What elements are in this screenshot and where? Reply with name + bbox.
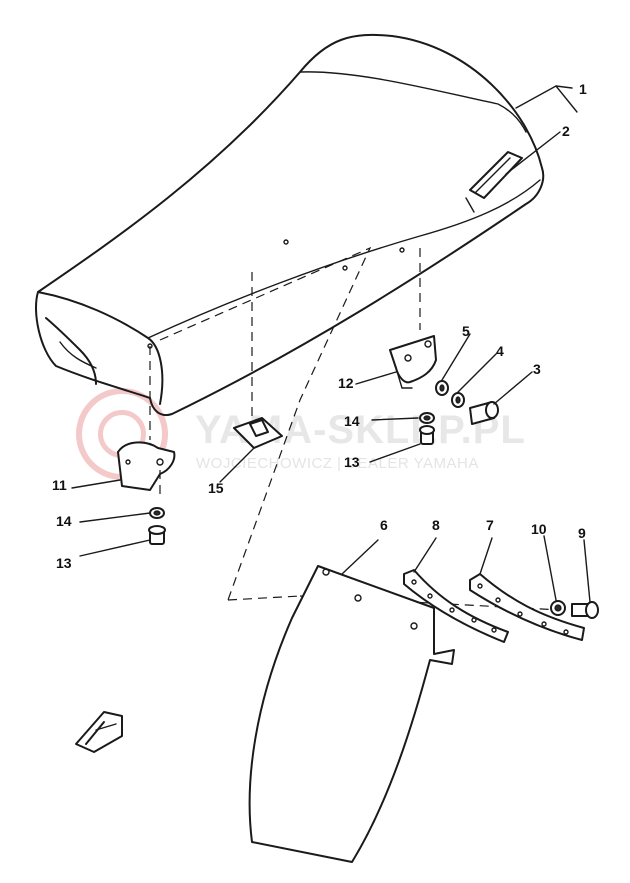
leader-14-right bbox=[371, 417, 419, 421]
leader-13-left bbox=[79, 539, 151, 557]
seat bbox=[35, 33, 545, 416]
bolt-13-left bbox=[148, 525, 166, 545]
callout-15: 15 bbox=[208, 480, 224, 496]
plate-8 bbox=[403, 569, 509, 643]
leader-3 bbox=[493, 371, 533, 405]
callout-9: 9 bbox=[578, 525, 586, 541]
callout-8: 8 bbox=[432, 517, 440, 533]
front-direction-arrow-icon bbox=[75, 711, 123, 753]
leader-6 bbox=[341, 539, 379, 575]
watermark-subtitle: WOJCIECHOWICZ | DEALER YAMAHA bbox=[196, 455, 479, 472]
seat-emblem bbox=[465, 151, 523, 213]
leader-12 bbox=[355, 371, 397, 385]
leader-11 bbox=[71, 479, 121, 489]
clip-15 bbox=[233, 417, 283, 449]
callout-12: 12 bbox=[338, 375, 354, 391]
callout-3: 3 bbox=[533, 361, 541, 377]
seat-bracket bbox=[389, 335, 437, 389]
leader-1 bbox=[515, 85, 578, 113]
callout-1: 1 bbox=[579, 81, 587, 97]
leader-4 bbox=[457, 353, 497, 393]
callout-5: 5 bbox=[462, 323, 470, 339]
callout-13-right: 13 bbox=[344, 454, 360, 470]
leader-7 bbox=[479, 537, 493, 575]
rear-flap bbox=[248, 565, 455, 863]
callout-14-left: 14 bbox=[56, 513, 72, 529]
callout-10: 10 bbox=[531, 521, 547, 537]
leader-5 bbox=[441, 333, 471, 381]
left-bracket bbox=[117, 441, 176, 491]
washer-14-left bbox=[149, 507, 165, 519]
leader-14-left bbox=[79, 512, 151, 523]
assembly-guides bbox=[149, 246, 561, 611]
callout-2: 2 bbox=[562, 123, 570, 139]
callout-7: 7 bbox=[486, 517, 494, 533]
callout-11: 11 bbox=[52, 477, 67, 493]
callout-4: 4 bbox=[496, 343, 504, 359]
leader-2 bbox=[505, 131, 561, 175]
leader-8 bbox=[413, 537, 437, 573]
plate-7 bbox=[469, 573, 585, 641]
bolt-13-right bbox=[419, 425, 435, 445]
washer-14-right bbox=[419, 412, 435, 424]
nut-10 bbox=[550, 600, 566, 616]
callout-14-right: 14 bbox=[344, 413, 360, 429]
leader-9 bbox=[583, 539, 591, 603]
collar-5 bbox=[435, 380, 449, 396]
washer-4 bbox=[451, 392, 465, 408]
bolt-9 bbox=[571, 601, 599, 619]
leader-1b bbox=[555, 85, 573, 89]
leader-13-right bbox=[369, 443, 421, 463]
callout-13-left: 13 bbox=[56, 555, 72, 571]
bolt-3 bbox=[469, 401, 499, 425]
leader-15 bbox=[219, 447, 255, 483]
callout-6: 6 bbox=[380, 517, 388, 533]
leader-10 bbox=[543, 535, 557, 601]
